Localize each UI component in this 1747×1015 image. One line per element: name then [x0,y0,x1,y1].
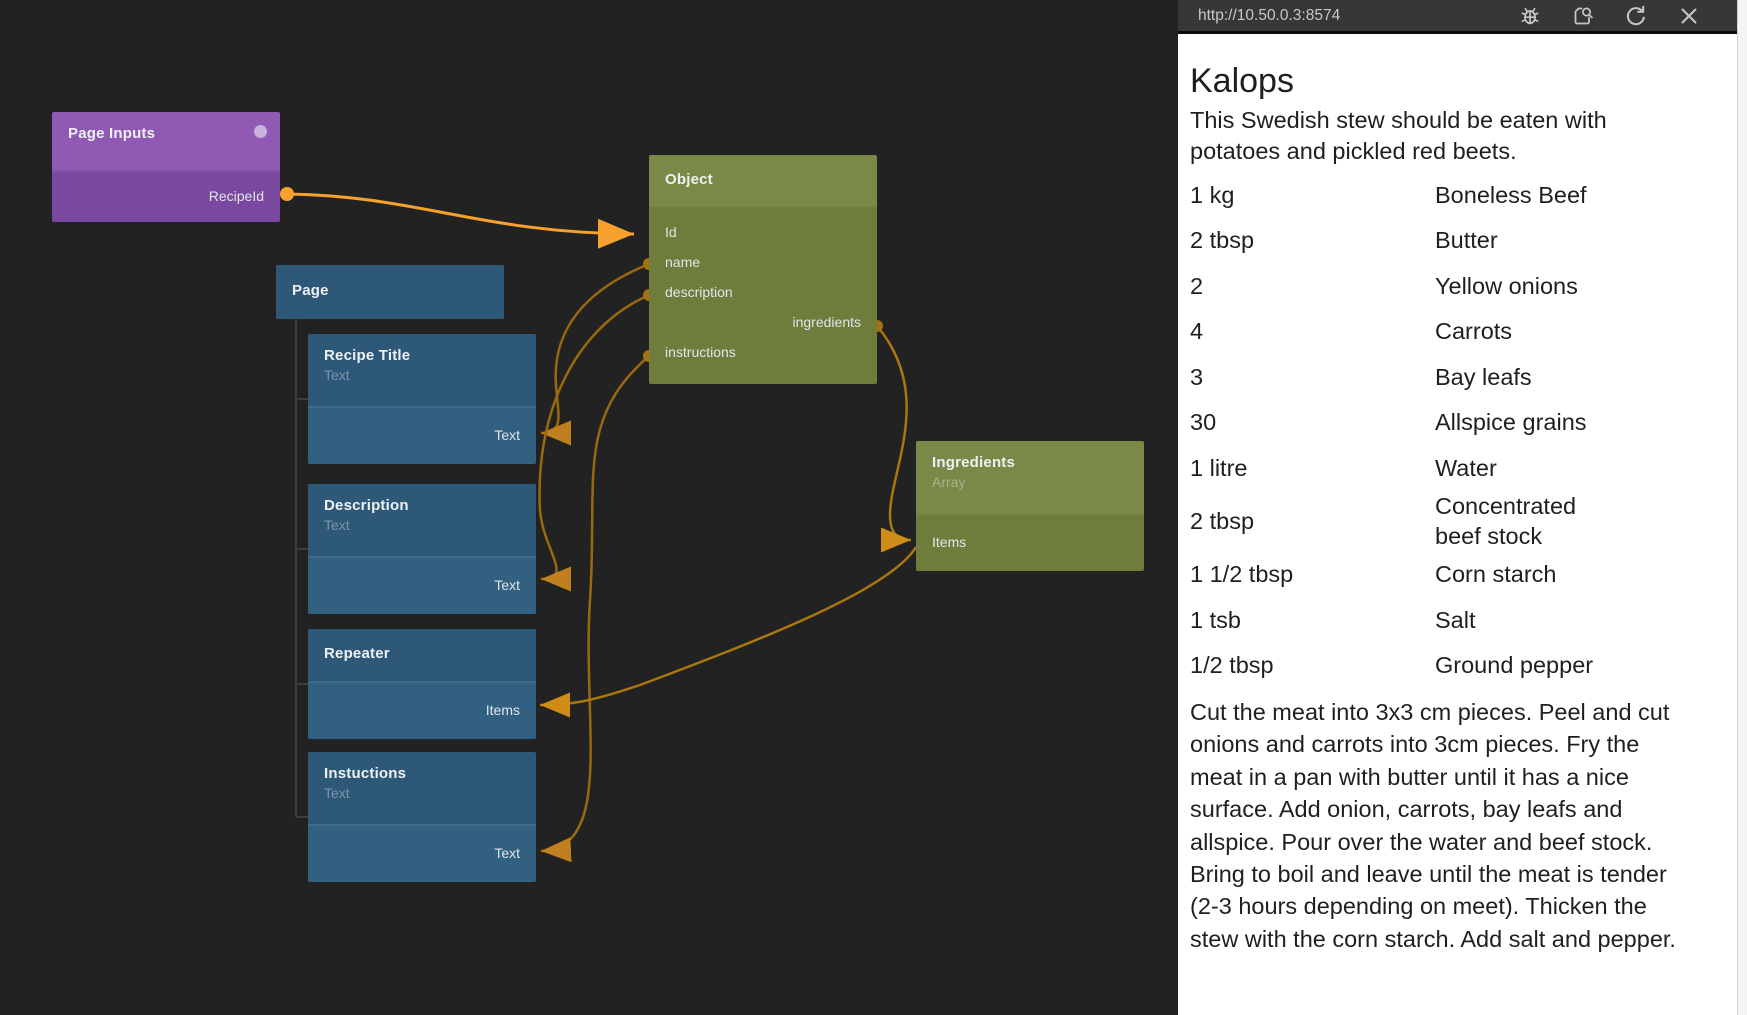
ingredient-amount: 3 [1190,363,1204,390]
port-name[interactable]: name [665,254,701,270]
port-description[interactable]: description [665,284,733,300]
node-subtitle: Array [932,474,966,490]
ingredient-row: 1/2 tbsp Ground pepper [1190,643,1616,689]
refresh-icon[interactable] [1624,4,1648,28]
node-status-dot [254,125,267,138]
ingredient-amount: 2 tbsp [1190,227,1255,253]
port-recipeid[interactable]: RecipeId [208,188,264,204]
port-items[interactable]: Items [932,534,967,550]
node-page-inputs[interactable]: Page Inputs RecipeId [52,112,280,222]
ingredient-row: 1 tsb Salt [1190,597,1616,643]
port-id[interactable]: Id [665,224,677,240]
preview-toolbar: http://10.50.0.3:8574 [1178,0,1737,34]
node-canvas[interactable]: Page Inputs RecipeId Page Recipe Title T… [0,0,1178,1015]
node-instuctions[interactable]: Instuctions Text Text [308,752,536,882]
node-repeater[interactable]: Repeater Items [308,629,536,739]
ingredient-amount: 2 tbsp [1190,507,1255,534]
ingredient-name: Yellow onions [1435,272,1578,299]
preview-toolbar-icons [1518,4,1701,28]
wire-object-ingredients-to-ingredients-items[interactable] [876,325,912,553]
node-subtitle: Text [324,785,350,801]
ingredient-name: Boneless Beef [1435,181,1587,208]
node-title: Object [665,171,713,188]
ingredient-amount: 4 [1190,318,1204,344]
port-dot-recipeid[interactable] [280,187,294,201]
ingredient-name: Corn starch [1435,561,1557,587]
tree-connector [295,319,308,818]
ingredient-row: 1 litre Water [1190,445,1616,491]
ingredient-amount: 1/2 tbsp [1190,652,1274,678]
ingredient-name: Bay leafs [1435,363,1532,390]
ingredient-amount: 1 litre [1190,454,1248,481]
node-title: Description [324,497,409,514]
preview-panel: http://10.50.0.3:8574 [1178,0,1747,1015]
ingredient-row: 2 tbsp Concentrated beef stock [1190,491,1616,552]
node-title: Ingredients [932,454,1016,471]
wire-ingredients-items-to-repeater-items[interactable] [539,546,918,718]
ingredient-amount: 1 tsb [1190,606,1241,633]
wire-recipeid-to-object-id[interactable] [286,192,635,249]
ingredient-amount: 1 kg [1190,181,1235,208]
ingredient-amount: 30 [1190,409,1217,435]
recipe-title: Kalops [1190,62,1294,100]
node-subtitle: Text [324,367,350,383]
preview-page: Kalops This Swedish stew should be eaten… [1178,34,1676,1015]
ingredient-name: Ground pepper [1435,652,1594,678]
ingredient-row: 1 kg Boneless Beef [1190,172,1616,218]
ingredient-row: 2 tbsp Butter [1190,218,1616,264]
ingredient-list: 1 kg Boneless Beef 2 tbsp Butter 2 Yello… [1190,172,1616,688]
wire-object-name-to-recipetitle-text[interactable] [540,262,650,446]
recipe-description: This Swedish stew should be eaten with p… [1190,107,1607,164]
ingredient-name: Concentrated beef stock [1435,492,1577,550]
node-page[interactable]: Page [276,265,504,319]
node-title: Instuctions [324,765,407,782]
ingredient-amount: 1 1/2 tbsp [1190,561,1294,587]
node-title: Page [292,282,329,299]
port-ingredients[interactable]: ingredients [792,314,862,330]
preview-url[interactable]: http://10.50.0.3:8574 [1198,6,1341,24]
node-title: Page Inputs [68,125,156,142]
port-items[interactable]: Items [485,702,520,718]
close-icon[interactable] [1677,4,1701,28]
node-title: Recipe Title [324,347,411,364]
wire-object-description-to-description-text[interactable] [538,293,650,592]
recipe-instructions: Cut the meat into 3x3 cm pieces. Peel an… [1190,699,1676,952]
node-ingredients[interactable]: Ingredients Array Items [916,441,1144,571]
ingredient-amount: 2 [1190,272,1204,299]
ingredient-row: 30 Allspice grains [1190,400,1616,446]
ingredient-name: Carrots [1435,318,1513,344]
inspect-icon[interactable] [1571,4,1595,28]
node-object[interactable]: Object Id name description ingredients i… [649,155,877,384]
node-description[interactable]: Description Text Text [308,484,536,614]
ingredient-name: Allspice grains [1435,409,1587,435]
ingredient-row: 3 Bay leafs [1190,354,1616,400]
node-title: Repeater [324,645,390,662]
ingredient-row: 4 Carrots [1190,309,1616,355]
node-recipe-title[interactable]: Recipe Title Text Text [308,334,536,464]
wire-object-instructions-to-instuctions-text[interactable] [540,355,650,863]
ingredient-name: Water [1435,454,1497,481]
port-text[interactable]: Text [494,427,520,443]
ingredient-name: Salt [1435,606,1476,633]
preview-scrollbar[interactable] [1737,0,1747,1015]
debug-icon[interactable] [1518,4,1542,28]
port-instructions[interactable]: instructions [665,344,736,360]
node-subtitle: Text [324,517,350,533]
port-text[interactable]: Text [494,845,520,861]
ingredient-name: Butter [1435,227,1498,253]
ingredient-row: 1 1/2 tbsp Corn starch [1190,552,1616,598]
ingredient-row: 2 Yellow onions [1190,263,1616,309]
port-text[interactable]: Text [494,577,520,593]
